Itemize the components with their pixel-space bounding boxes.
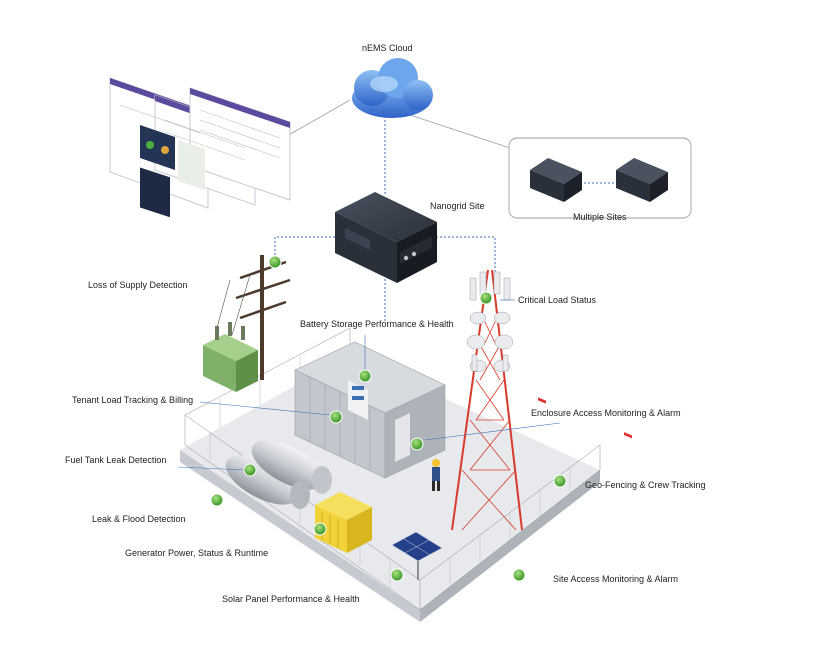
tower-antennas [466, 271, 514, 373]
label-critical-load: Critical Load Status [518, 295, 597, 305]
generator [315, 492, 372, 553]
status-indicator-battery [358, 369, 372, 383]
site-platform [180, 355, 600, 622]
transformer [203, 322, 258, 392]
status-indicator-generator [313, 522, 327, 536]
status-indicators [210, 255, 567, 582]
site-connectors [274, 120, 496, 322]
multiple-sites-label: Multiple Sites [573, 212, 627, 222]
status-indicator-site-access [512, 568, 526, 582]
label-fuel-tank: Fuel Tank Leak Detection [65, 455, 167, 465]
solar-panel [391, 531, 443, 580]
status-indicator-loss-of-supply [268, 255, 282, 269]
status-indicator-solar [390, 568, 404, 582]
label-generator: Generator Power, Status & Runtime [125, 548, 269, 558]
status-indicator-fuel-tank [243, 463, 257, 477]
cloud-label: nEMS Cloud [362, 43, 413, 53]
dashboard-screens [109, 77, 291, 218]
site-device-icon [616, 158, 668, 439]
label-solar-panel: Solar Panel Performance & Health [222, 594, 360, 604]
status-indicator-enclosure [410, 437, 424, 451]
label-leaders [177, 299, 561, 471]
utility-pole [214, 255, 291, 380]
cloud-icon [352, 58, 433, 118]
status-indicator-geo-fencing [553, 474, 567, 488]
label-geo-fencing: Geo-Fencing & Crew Tracking [585, 480, 706, 490]
label-enclosure-access: Enclosure Access Monitoring & Alarm [531, 408, 681, 418]
site-device-icon [530, 158, 582, 404]
label-leak-flood: Leak & Flood Detection [92, 514, 186, 524]
status-indicator-tenant-load [329, 410, 343, 424]
nanogrid-label: Nanogrid Site [430, 201, 485, 211]
label-battery-storage: Battery Storage Performance & Health [300, 319, 454, 329]
label-loss-of-supply: Loss of Supply Detection [88, 280, 188, 290]
nanogrid-device [335, 192, 437, 435]
label-site-access: Site Access Monitoring & Alarm [553, 574, 679, 584]
fuel-tanks [225, 440, 332, 509]
worker-figure [432, 459, 440, 491]
status-indicator-critical-load [479, 291, 493, 305]
label-tenant-load: Tenant Load Tracking & Billing [72, 395, 194, 405]
cloud-connectors [279, 99, 511, 149]
status-indicator-leak-flood [210, 493, 224, 507]
